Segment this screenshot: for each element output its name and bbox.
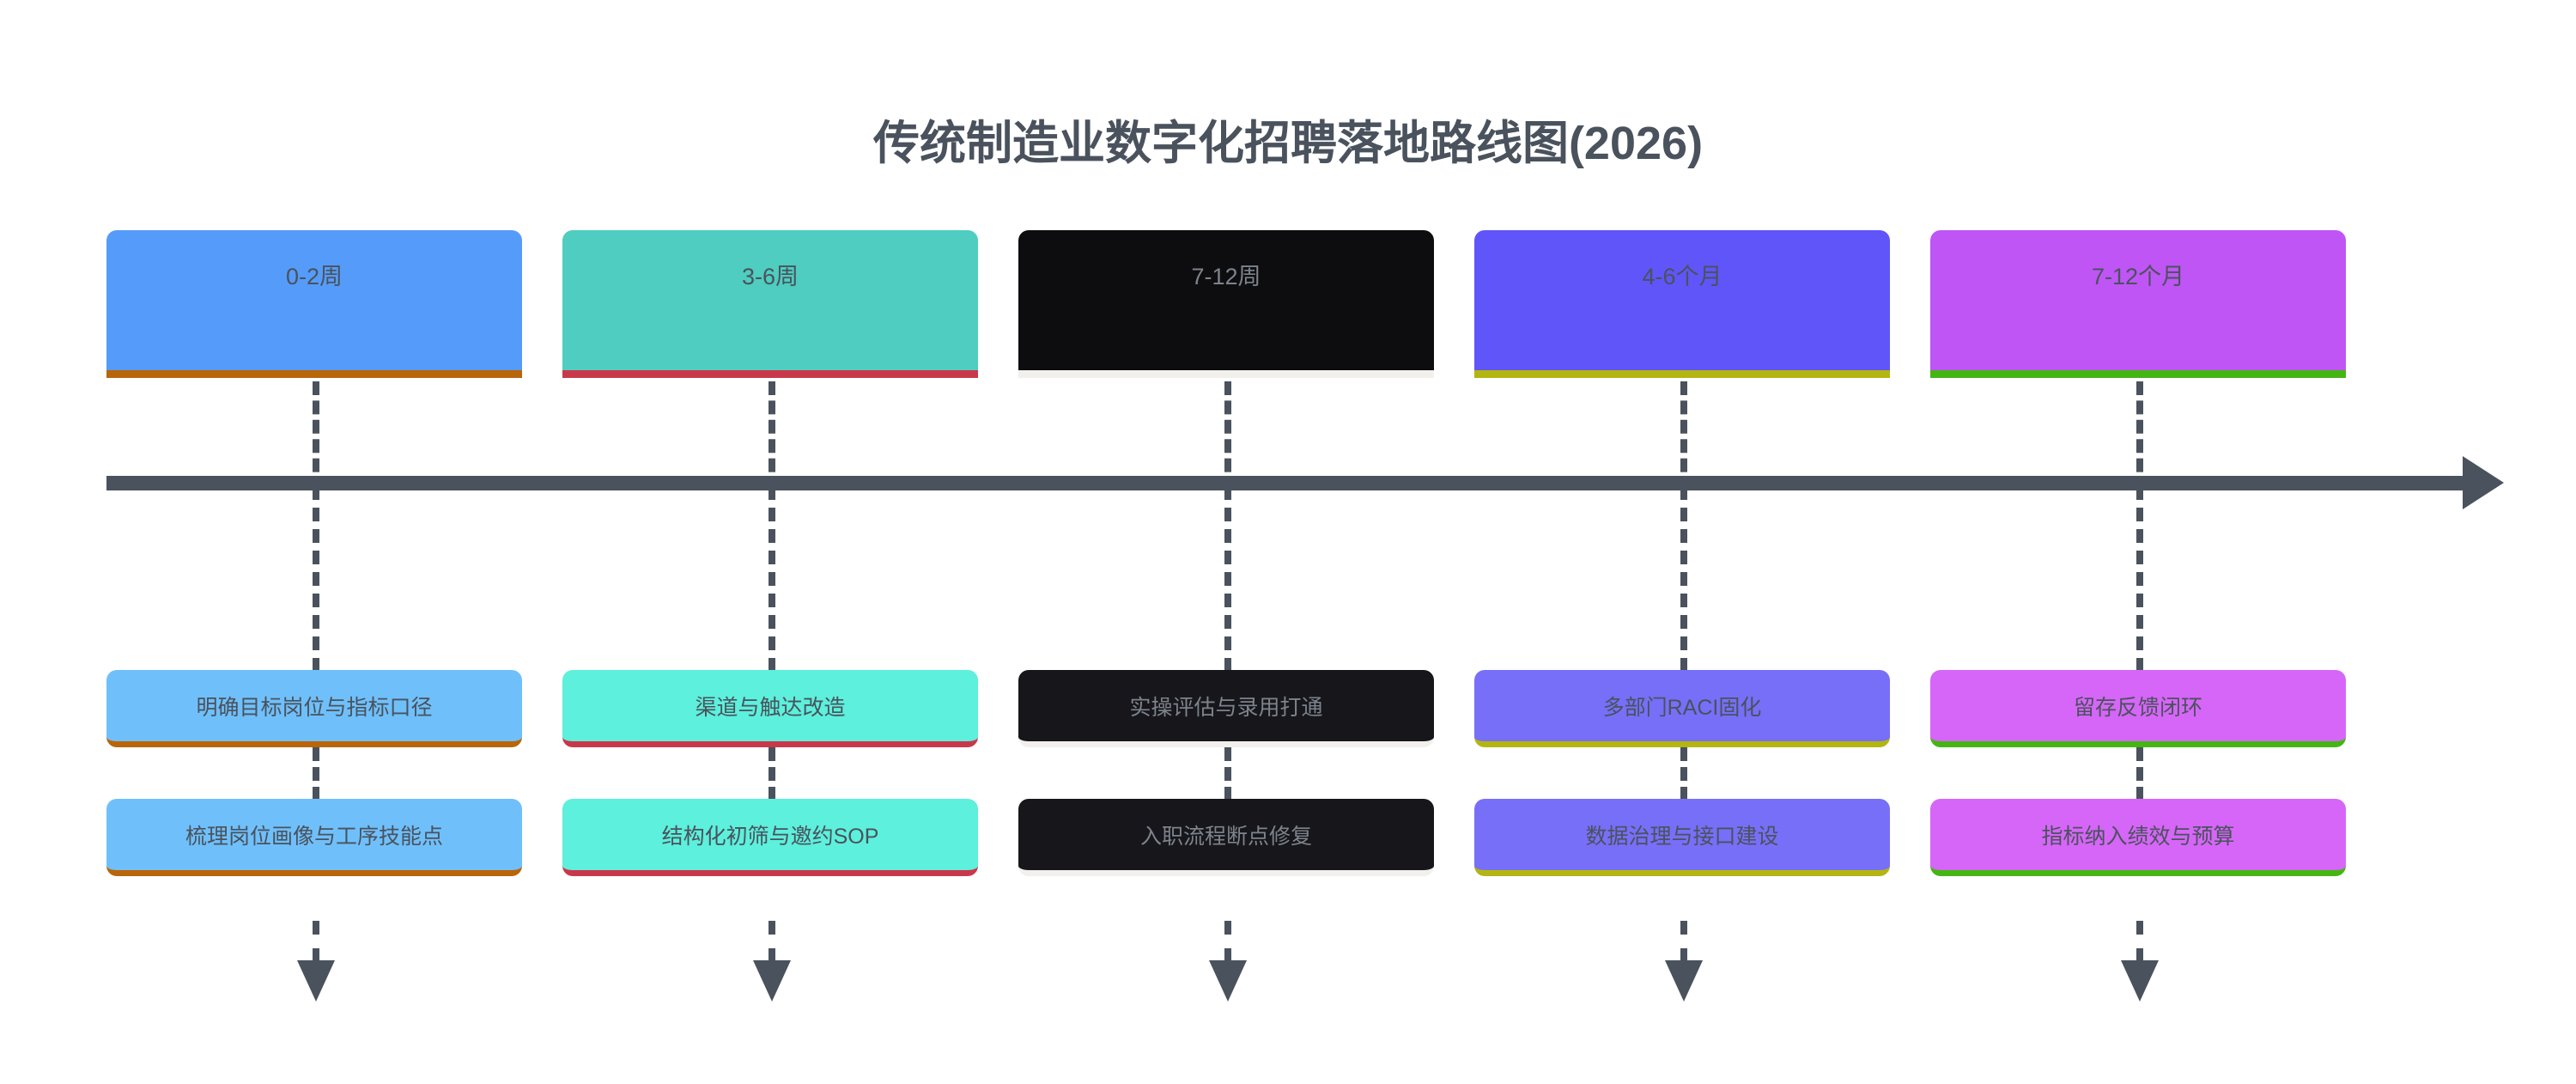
timeline-axis — [106, 476, 2482, 490]
connector-dashed-middle — [1680, 486, 1687, 672]
down-arrow-head-icon — [1209, 960, 1247, 1002]
phase-column: 7-12周 实操评估与录用打通 入职流程断点修复 — [1018, 0, 1434, 1084]
task-label: 多部门RACI固化 — [1602, 695, 1762, 720]
connector-dashed-gap — [1680, 747, 1687, 801]
phase-period-label: 4-6个月 — [1642, 264, 1722, 289]
task-box[interactable]: 数据治理与接口建设 — [1474, 799, 1890, 876]
phase-header-box[interactable]: 4-6个月 — [1474, 230, 1890, 378]
phase-header-box[interactable]: 7-12周 — [1018, 230, 1434, 378]
task-box[interactable]: 渠道与触达改造 — [562, 670, 978, 747]
phase-header-box[interactable]: 0-2周 — [106, 230, 522, 378]
connector-dashed-top — [1224, 381, 1231, 491]
phase-period-label: 0-2周 — [285, 264, 343, 289]
connector-dashed-top — [1680, 381, 1687, 491]
connector-dashed-gap — [313, 747, 319, 801]
phase-header-box[interactable]: 7-12个月 — [1930, 230, 2346, 378]
down-arrow-head-icon — [2121, 960, 2159, 1002]
phase-column: 0-2周 明确目标岗位与指标口径 梳理岗位画像与工序技能点 — [106, 0, 522, 1084]
task-label: 明确目标岗位与指标口径 — [196, 695, 433, 720]
task-box[interactable]: 指标纳入绩效与预算 — [1930, 799, 2346, 876]
connector-dashed-bottom — [2136, 921, 2143, 962]
connector-dashed-gap — [769, 747, 775, 801]
connector-dashed-middle — [769, 486, 775, 672]
down-arrow-head-icon — [1665, 960, 1703, 1002]
connector-dashed-bottom — [1680, 921, 1687, 962]
connector-dashed-bottom — [313, 921, 319, 962]
task-box[interactable]: 明确目标岗位与指标口径 — [106, 670, 522, 747]
phase-header-box[interactable]: 3-6周 — [562, 230, 978, 378]
connector-dashed-middle — [2136, 486, 2143, 672]
task-box[interactable]: 入职流程断点修复 — [1018, 799, 1434, 876]
phase-column: 3-6周 渠道与触达改造 结构化初筛与邀约SOP — [562, 0, 978, 1084]
task-label: 留存反馈闭环 — [2073, 695, 2202, 720]
task-label: 数据治理与接口建设 — [1585, 824, 1779, 849]
phase-period-label: 7-12个月 — [2091, 264, 2185, 289]
connector-dashed-gap — [1224, 747, 1231, 801]
task-box[interactable]: 留存反馈闭环 — [1930, 670, 2346, 747]
phase-column: 4-6个月 多部门RACI固化 数据治理与接口建设 — [1474, 0, 1890, 1084]
connector-dashed-top — [313, 381, 319, 491]
task-label: 指标纳入绩效与预算 — [2041, 824, 2235, 849]
down-arrow-head-icon — [753, 960, 791, 1002]
phase-column: 7-12个月 留存反馈闭环 指标纳入绩效与预算 — [1930, 0, 2346, 1084]
task-box[interactable]: 结构化初筛与邀约SOP — [562, 799, 978, 876]
task-label: 梳理岗位画像与工序技能点 — [185, 824, 443, 849]
connector-dashed-bottom — [1224, 921, 1231, 962]
down-arrow-head-icon — [297, 960, 335, 1002]
connector-dashed-gap — [2136, 747, 2143, 801]
page-title: 传统制造业数字化招聘落地路线图(2026) — [872, 118, 1704, 169]
connector-dashed-top — [2136, 381, 2143, 491]
timeline-arrow-head-icon — [2463, 456, 2504, 509]
connector-dashed-bottom — [769, 921, 775, 962]
task-label: 实操评估与录用打通 — [1129, 695, 1323, 720]
task-label: 结构化初筛与邀约SOP — [661, 824, 879, 849]
task-box[interactable]: 梳理岗位画像与工序技能点 — [106, 799, 522, 876]
task-box[interactable]: 实操评估与录用打通 — [1018, 670, 1434, 747]
phase-period-label: 7-12周 — [1191, 264, 1261, 289]
connector-dashed-middle — [1224, 486, 1231, 672]
phase-period-label: 3-6周 — [741, 264, 799, 289]
connector-dashed-middle — [313, 486, 319, 672]
connector-dashed-top — [769, 381, 775, 491]
task-box[interactable]: 多部门RACI固化 — [1474, 670, 1890, 747]
task-label: 入职流程断点修复 — [1139, 824, 1312, 849]
task-label: 渠道与触达改造 — [695, 695, 846, 720]
